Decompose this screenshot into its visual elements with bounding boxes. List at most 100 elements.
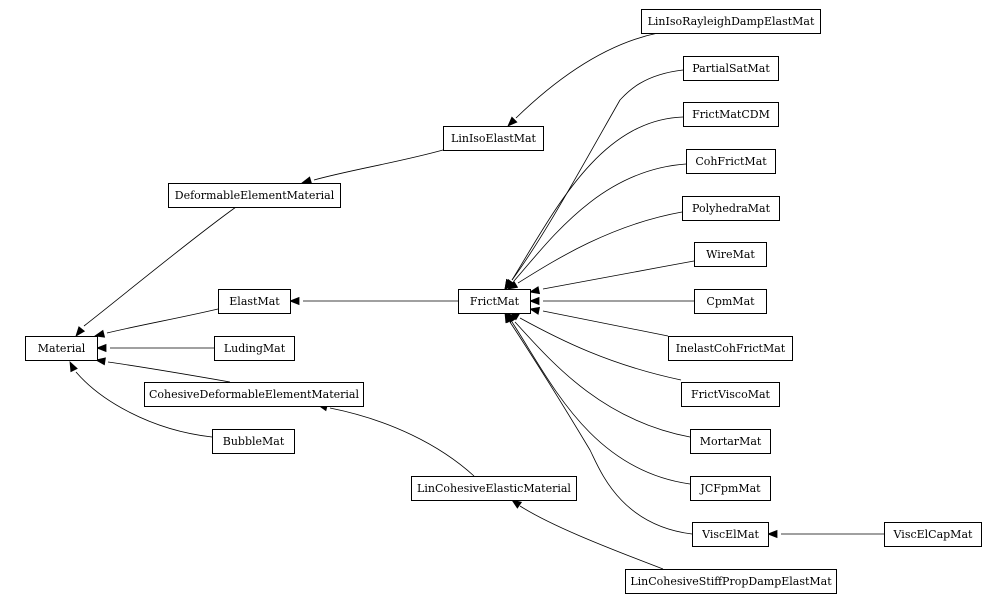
node-frict-visco-mat[interactable]: FrictViscoMat — [681, 382, 780, 407]
node-box — [692, 522, 769, 547]
edge-lin-cohesive-stiff-prop-damp-elast-mat-to-lin-cohesive-elastic-material — [511, 499, 664, 570]
arrow-head-icon — [528, 286, 541, 295]
node-box — [214, 336, 295, 361]
nodes-layer: LinIsoRayleighDampElastMatPartialSatMatF… — [25, 9, 982, 594]
node-luding-mat[interactable]: LudingMat — [214, 336, 295, 361]
edge-line — [542, 310, 669, 337]
node-visc-el-cap-mat[interactable]: ViscElCapMat — [884, 522, 982, 547]
edge-mortar-mat-to-frict-mat — [507, 312, 691, 438]
edge-lin-iso-rayleigh-damp-elast-mat-to-lin-iso-elast-mat — [507, 32, 659, 127]
node-lin-iso-elast-mat[interactable]: LinIsoElastMat — [443, 126, 544, 151]
node-label: PolyhedraMat — [692, 202, 771, 215]
edge-frict-visco-mat-to-frict-mat — [509, 311, 682, 381]
node-box — [25, 336, 98, 361]
node-inelast-coh-frict-mat[interactable]: InelastCohFrictMat — [668, 336, 793, 361]
edge-bubble-mat-to-material — [69, 361, 213, 438]
node-box — [681, 382, 780, 407]
node-lin-cohesive-stiff-prop-damp-elast-mat[interactable]: LinCohesiveStiffPropDampElastMat — [625, 569, 837, 594]
node-label: ViscElCapMat — [893, 528, 973, 541]
node-label: ViscElMat — [701, 528, 759, 541]
node-bubble-mat[interactable]: BubbleMat — [212, 429, 295, 454]
edge-line — [83, 206, 237, 327]
node-label: LinCohesiveStiffPropDampElastMat — [630, 575, 832, 588]
node-coh-frict-mat[interactable]: CohFrictMat — [686, 149, 776, 174]
edge-cohesive-deformable-element-material-to-material — [94, 357, 231, 383]
arrow-head-icon — [300, 176, 313, 185]
edge-line — [515, 32, 659, 119]
node-label: FrictViscoMat — [691, 388, 771, 401]
edge-inelast-coh-frict-mat-to-frict-mat — [528, 306, 669, 337]
arrow-head-icon — [528, 296, 540, 306]
edge-line — [519, 317, 682, 381]
node-box — [625, 569, 837, 594]
node-box — [884, 522, 982, 547]
node-label: LinIsoRayleighDampElastMat — [648, 15, 815, 28]
node-box — [686, 149, 776, 174]
node-label: ElastMat — [229, 295, 280, 308]
node-label: WireMat — [706, 248, 755, 261]
node-label: LinCohesiveElasticMaterial — [417, 482, 571, 495]
node-frict-mat-cdm[interactable]: FrictMatCDM — [683, 102, 779, 127]
edge-elast-mat-to-material — [93, 308, 219, 338]
node-label: CpmMat — [706, 295, 755, 308]
node-visc-el-mat[interactable]: ViscElMat — [692, 522, 769, 547]
arrow-head-icon — [288, 296, 300, 306]
node-mortar-mat[interactable]: MortarMat — [690, 429, 771, 454]
node-jc-fpm-mat[interactable]: JCFpmMat — [690, 476, 771, 501]
node-wire-mat[interactable]: WireMat — [694, 242, 767, 267]
edge-wire-mat-to-frict-mat — [528, 260, 695, 295]
node-lin-iso-rayleigh-damp-elast-mat[interactable]: LinIsoRayleighDampElastMat — [641, 9, 821, 34]
node-box — [668, 336, 793, 361]
edge-lin-cohesive-elastic-material-to-cohesive-deformable-element-material — [316, 403, 475, 477]
edge-line — [75, 371, 213, 438]
arrow-head-icon — [69, 361, 78, 373]
node-box — [682, 196, 780, 221]
node-elast-mat[interactable]: ElastMat — [218, 289, 291, 314]
edge-line — [511, 321, 691, 485]
node-label: CohesiveDeformableElementMaterial — [149, 388, 359, 401]
arrow-head-icon — [95, 343, 107, 353]
node-box — [212, 429, 295, 454]
node-box — [690, 476, 771, 501]
node-label: MortarMat — [700, 435, 762, 448]
edge-line — [511, 116, 684, 281]
arrow-head-icon — [75, 326, 86, 337]
node-label: PartialSatMat — [692, 62, 770, 75]
node-box — [694, 242, 767, 267]
node-cpm-mat[interactable]: CpmMat — [694, 289, 767, 314]
node-box — [690, 429, 771, 454]
node-lin-cohesive-elastic-material[interactable]: LinCohesiveElasticMaterial — [411, 476, 577, 501]
node-box — [411, 476, 577, 501]
node-frict-mat[interactable]: FrictMat — [458, 289, 531, 314]
node-material[interactable]: Material — [25, 336, 98, 361]
edge-line — [519, 505, 664, 570]
node-box — [443, 126, 544, 151]
arrow-head-icon — [511, 499, 523, 509]
node-box — [168, 183, 341, 208]
node-deformable-element-material[interactable]: DeformableElementMaterial — [168, 183, 341, 208]
edge-line — [106, 308, 219, 334]
node-label: BubbleMat — [223, 435, 285, 448]
node-partial-sat-mat[interactable]: PartialSatMat — [683, 56, 779, 81]
edge-coh-frict-mat-to-frict-mat — [505, 163, 687, 290]
edge-lin-iso-elast-mat-to-deformable-element-material — [300, 149, 444, 185]
node-box — [641, 9, 821, 34]
node-polyhedra-mat[interactable]: PolyhedraMat — [682, 196, 780, 221]
node-box — [144, 382, 364, 407]
edge-line — [509, 321, 693, 535]
edge-line — [513, 163, 687, 282]
edge-line — [511, 69, 684, 281]
edge-line — [313, 149, 444, 181]
edge-visc-el-cap-mat-to-visc-el-mat — [766, 529, 884, 539]
edge-jc-fpm-mat-to-frict-mat — [505, 312, 691, 485]
edge-cpm-mat-to-frict-mat — [528, 296, 694, 306]
edge-line — [514, 321, 691, 438]
arrow-head-icon — [94, 357, 106, 366]
node-label: JCFpmMat — [699, 482, 761, 495]
edge-frict-mat-to-elast-mat — [288, 296, 458, 306]
node-cohesive-deformable-element-material[interactable]: CohesiveDeformableElementMaterial — [144, 382, 364, 407]
node-box — [218, 289, 291, 314]
arrow-head-icon — [507, 116, 518, 127]
edge-luding-mat-to-material — [95, 343, 214, 353]
